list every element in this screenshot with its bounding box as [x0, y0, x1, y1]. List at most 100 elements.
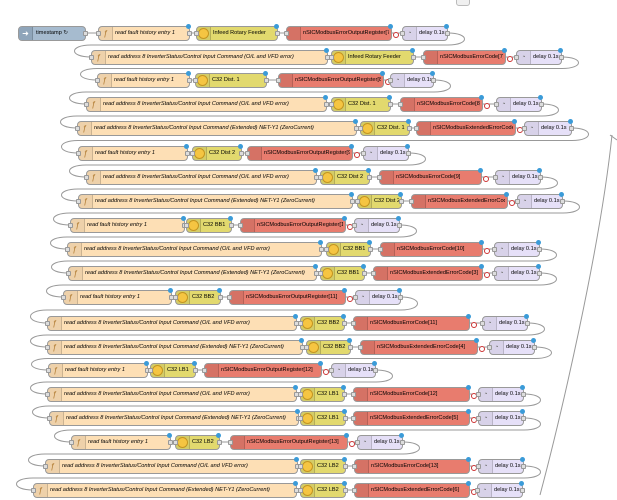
input-port[interactable] [298, 321, 303, 326]
link-out-node[interactable]: nSICModbusExtendedErrorCode[4] [358, 338, 485, 355]
delay-node[interactable]: ◔delay 0.1s [355, 433, 405, 450]
input-port[interactable] [515, 199, 520, 204]
link-out-node[interactable]: nSICModbusErrorOutputRegister[11] [227, 288, 353, 305]
input-port[interactable] [84, 175, 89, 180]
input-port[interactable] [148, 368, 153, 373]
input-port[interactable] [352, 464, 357, 469]
output-port[interactable] [569, 126, 574, 131]
modbus-read-node[interactable]: C32 Dist. 1 [329, 95, 393, 112]
delay-node[interactable]: ◔delay 0.1s [514, 48, 564, 65]
input-port[interactable] [45, 321, 50, 326]
output-port[interactable] [521, 464, 526, 469]
output-port[interactable] [343, 464, 348, 469]
output-port[interactable] [229, 223, 234, 228]
link-out-node[interactable]: nSICModbusErrorOutputRegister[9] [245, 144, 360, 161]
input-port[interactable] [238, 223, 243, 228]
output-port[interactable] [350, 199, 355, 204]
input-port[interactable] [351, 416, 356, 421]
input-port[interactable] [324, 247, 329, 252]
modbus-read-node[interactable]: C32 BB1 [318, 264, 367, 281]
link-out-node[interactable]: nSICModbusExtendedErrorCode[2] [409, 192, 515, 209]
output-port[interactable] [342, 321, 347, 326]
modbus-read-node[interactable]: C32 BB1 [184, 216, 234, 233]
input-port[interactable] [298, 488, 303, 493]
output-port[interactable] [560, 199, 565, 204]
input-port[interactable] [400, 31, 405, 36]
modbus-read-node[interactable]: C32 Dist. 1 [358, 119, 412, 136]
output-port[interactable] [537, 247, 542, 252]
output-port[interactable] [532, 345, 537, 350]
output-port[interactable] [520, 488, 525, 493]
modbus-read-node[interactable]: Infeed Rotary Feeder [194, 24, 280, 41]
input-port[interactable] [47, 416, 52, 421]
modbus-read-node[interactable]: C32 Dist 2 [355, 192, 404, 209]
link-out-node[interactable]: nSICModbusErrorOutputRegister[12] [202, 361, 329, 378]
output-port[interactable] [367, 175, 372, 180]
input-port[interactable] [298, 392, 303, 397]
input-port[interactable] [66, 271, 71, 276]
delay-node[interactable]: ◔delay 0.1s [400, 24, 450, 41]
input-port[interactable] [96, 31, 101, 36]
link-out-node[interactable]: nSICModbusErrorOutputRegister[10] [238, 216, 353, 233]
output-port[interactable] [83, 31, 88, 36]
input-port[interactable] [351, 392, 356, 397]
input-port[interactable] [68, 223, 73, 228]
output-port[interactable] [398, 295, 403, 300]
link-out-node[interactable]: nSICModbusErrorOutputRegister[7] [284, 24, 399, 41]
delay-node[interactable]: ◔delay 0.1s [476, 409, 526, 426]
link-out-node[interactable]: nSICModbusErrorCode[11] [351, 314, 477, 331]
output-port[interactable] [399, 199, 404, 204]
output-port[interactable] [537, 271, 542, 276]
input-port[interactable] [318, 175, 323, 180]
modbus-read-node[interactable]: C32 LB1 [298, 385, 347, 402]
link-out-node[interactable]: nSICModbusErrorCode[8] [398, 95, 490, 112]
modbus-read-node[interactable]: C32 BB1 [324, 240, 373, 257]
input-port[interactable] [361, 151, 366, 156]
link-out-node[interactable]: nSICModbusErrorOutputRegister[13] [228, 433, 355, 450]
output-port[interactable] [431, 78, 436, 83]
input-port[interactable] [184, 223, 189, 228]
modbus-read-node[interactable]: C32 Dist 2 [318, 168, 372, 185]
modbus-read-node[interactable]: Infeed Rotary Feeder [329, 48, 416, 65]
input-port[interactable] [304, 345, 309, 350]
input-port[interactable] [329, 102, 334, 107]
delay-node[interactable]: ◔delay 0.1s [476, 457, 526, 474]
output-port[interactable] [343, 488, 348, 493]
input-port[interactable] [43, 464, 48, 469]
input-port[interactable] [351, 321, 356, 326]
input-port[interactable] [69, 440, 74, 445]
delay-node[interactable]: ◔delay 0.1s [329, 361, 378, 378]
output-port[interactable] [388, 102, 393, 107]
input-port[interactable] [492, 247, 497, 252]
input-port[interactable] [352, 223, 357, 228]
output-port[interactable] [400, 440, 405, 445]
inject-node[interactable]: ➜ timestamp ↻ [18, 26, 88, 41]
input-port[interactable] [358, 126, 363, 131]
input-port[interactable] [476, 464, 481, 469]
delay-node[interactable]: ◔delay 0.1s [475, 481, 525, 498]
link-out-node[interactable]: nSICModbusErrorCode[9] [377, 168, 489, 185]
input-port[interactable] [173, 295, 178, 300]
input-port[interactable] [84, 102, 89, 107]
output-port[interactable] [264, 78, 269, 83]
delay-node[interactable]: ◔delay 0.1s [476, 385, 526, 402]
input-port[interactable] [475, 488, 480, 493]
input-port[interactable] [318, 271, 323, 276]
input-port[interactable] [352, 488, 357, 493]
modbus-read-node[interactable]: C32 LB1 [298, 409, 348, 426]
output-port[interactable] [445, 31, 450, 36]
link-out-node[interactable]: nSICModbusErrorCode[7] [421, 48, 513, 65]
output-port[interactable] [521, 392, 526, 397]
output-port[interactable] [411, 55, 416, 60]
